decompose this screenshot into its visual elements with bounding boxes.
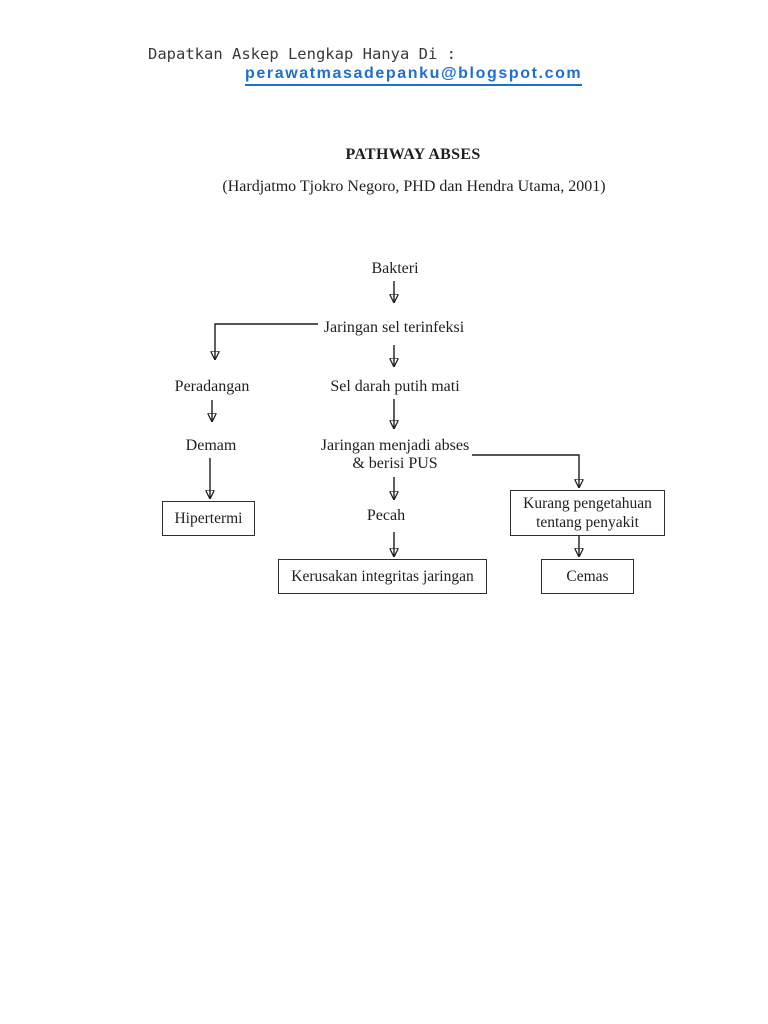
arrow-jaringan-to-peradangan — [215, 323, 318, 360]
node-demam: Demam — [185, 437, 237, 454]
header-text: Dapatkan Askep Lengkap Hanya Di : — [148, 45, 456, 63]
node-cemas-box: Cemas — [541, 559, 634, 594]
page-subtitle: (Hardjatmo Tjokro Negoro, PHD dan Hendra… — [222, 178, 606, 195]
node-pecah: Pecah — [366, 507, 406, 524]
node-kurang-pengetahuan-box: Kurang pengetahuan tentang penyakit — [510, 490, 665, 536]
node-hipertermi-box: Hipertermi — [162, 501, 255, 536]
node-peradangan: Peradangan — [174, 378, 250, 395]
blog-link[interactable]: perawatmasadepanku@blogspot.com — [245, 65, 583, 86]
node-kerusakan-integritas-box: Kerusakan integritas jaringan — [278, 559, 487, 594]
node-sel-darah-putih-mati: Sel darah putih mati — [330, 378, 460, 395]
arrow-abses-to-kurang-pengetahuan — [472, 454, 579, 488]
node-jaringan-sel-terinfeksi: Jaringan sel terinfeksi — [323, 319, 465, 336]
page-title: PATHWAY ABSES — [345, 146, 481, 163]
node-jaringan-menjadi-abses: Jaringan menjadi abses & berisi PUS — [320, 437, 470, 472]
node-bakteri: Bakteri — [371, 260, 419, 277]
